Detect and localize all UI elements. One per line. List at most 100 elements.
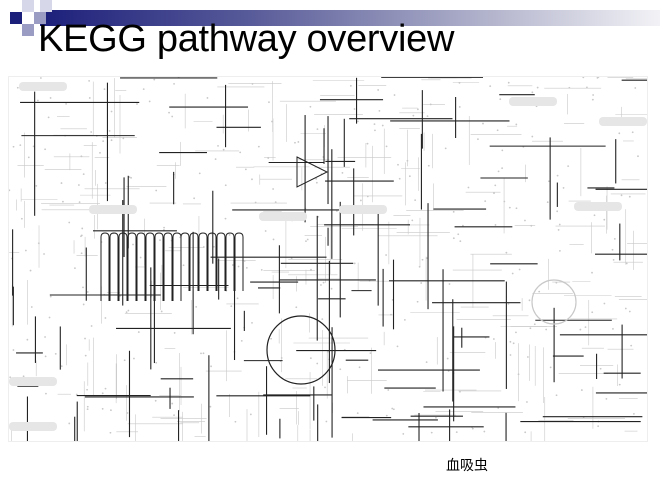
compound-node	[29, 269, 32, 272]
compound-node	[369, 352, 372, 355]
pathway-category-label	[339, 205, 387, 214]
compound-node	[8, 189, 11, 192]
compound-node	[625, 262, 628, 265]
compound-node	[556, 174, 559, 177]
compound-node	[60, 182, 63, 184]
compound-node	[206, 97, 209, 99]
compound-node	[533, 323, 536, 326]
compound-node	[139, 256, 142, 259]
compound-node	[549, 366, 552, 369]
compound-node	[22, 375, 25, 378]
compound-node	[202, 246, 205, 248]
compound-node	[603, 302, 606, 305]
compound-node	[631, 131, 634, 134]
compound-node	[357, 120, 359, 123]
compound-node	[591, 271, 593, 274]
compound-node	[224, 217, 227, 220]
compound-node	[109, 431, 112, 434]
compound-node	[511, 272, 514, 275]
compound-node	[562, 187, 565, 189]
compound-node	[257, 145, 260, 148]
compound-node	[37, 99, 39, 102]
compound-node	[37, 242, 40, 245]
compound-node	[452, 210, 455, 213]
compound-node	[110, 409, 112, 412]
compound-node	[231, 264, 234, 266]
compound-node	[24, 249, 27, 252]
compound-node	[132, 243, 134, 246]
compound-node	[467, 186, 470, 189]
compound-node	[155, 189, 158, 192]
compound-node	[82, 303, 85, 306]
compound-node	[591, 98, 594, 101]
compound-node	[81, 227, 84, 230]
compound-node	[634, 87, 637, 89]
compound-node	[637, 155, 639, 158]
compound-node	[584, 326, 587, 329]
compound-node	[580, 389, 583, 391]
compound-node	[44, 336, 46, 338]
compound-node	[605, 397, 608, 400]
compound-node	[414, 199, 417, 202]
compound-node	[496, 129, 499, 132]
fatty-acid-loop	[154, 232, 164, 301]
compound-node	[12, 349, 15, 351]
compound-node	[341, 171, 344, 174]
compound-node	[125, 311, 128, 314]
fatty-acid-loop	[172, 232, 182, 301]
compound-node	[321, 318, 324, 321]
compound-node	[86, 405, 89, 408]
compound-node	[9, 376, 12, 379]
fatty-acid-loop	[136, 232, 146, 301]
compound-node	[306, 238, 309, 241]
compound-node	[509, 340, 512, 343]
compound-node	[505, 251, 508, 254]
compound-node	[86, 408, 89, 411]
compound-node	[529, 327, 532, 330]
compound-node	[60, 365, 63, 368]
pathway-category-label	[9, 377, 57, 386]
compound-node	[171, 402, 174, 405]
compound-node	[171, 115, 174, 118]
compound-node	[16, 86, 19, 89]
compound-node	[538, 290, 541, 293]
compound-node	[80, 155, 83, 158]
compound-node	[234, 420, 237, 423]
compound-node	[508, 206, 511, 209]
compound-node	[398, 177, 401, 180]
compound-node	[385, 254, 387, 256]
compound-node	[78, 201, 81, 204]
compound-node	[195, 305, 198, 308]
compound-node	[330, 287, 333, 290]
compound-node	[264, 230, 267, 232]
compound-node	[12, 145, 15, 148]
compound-node	[603, 218, 606, 221]
compound-node	[99, 151, 101, 154]
compound-node	[597, 76, 600, 78]
compound-node	[356, 412, 359, 415]
compound-node	[122, 137, 125, 140]
compound-node	[80, 252, 83, 255]
compound-node	[65, 102, 67, 105]
compound-node	[19, 144, 22, 146]
compound-node	[497, 407, 500, 409]
compound-node	[297, 141, 300, 143]
compound-node	[153, 78, 156, 81]
compound-node	[136, 103, 138, 105]
pathway-category-label	[89, 205, 137, 214]
compound-node	[385, 414, 388, 417]
fatty-acid-loop	[198, 232, 208, 291]
compound-node	[44, 148, 47, 151]
compound-node	[489, 85, 492, 88]
compound-node	[54, 352, 57, 355]
compound-node	[84, 354, 87, 357]
compound-node	[123, 359, 126, 362]
compound-node	[507, 81, 510, 84]
compound-node	[137, 331, 140, 333]
compound-node	[366, 195, 369, 198]
compound-node	[268, 101, 270, 104]
compound-node	[82, 286, 84, 289]
compound-node	[104, 387, 107, 390]
compound-node	[160, 310, 163, 313]
compound-node	[429, 103, 432, 106]
